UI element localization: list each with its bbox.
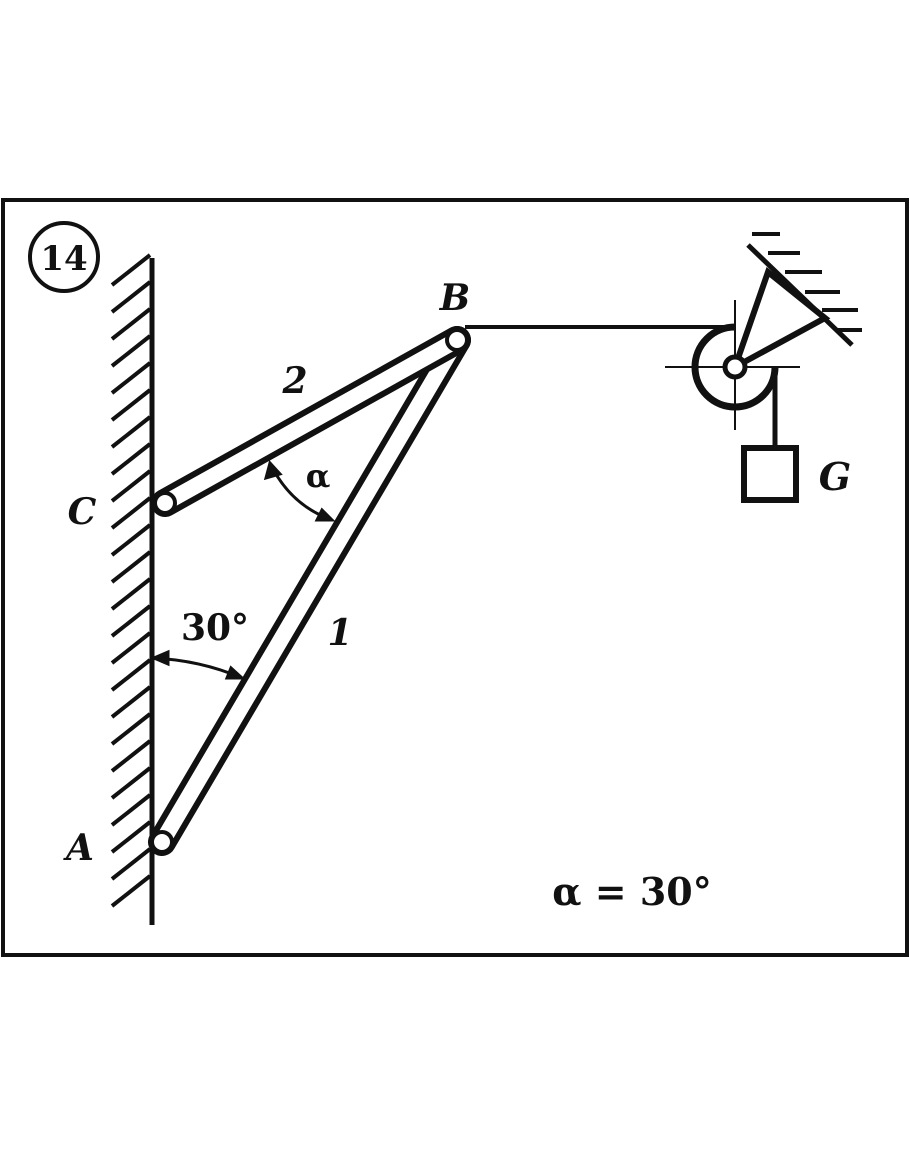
frame-border [1, 198, 909, 957]
wall-hatch-line [110, 658, 152, 692]
wall-hatch-line [110, 550, 152, 584]
wall-hatch-line [110, 442, 152, 476]
label-bar-1: 1 [327, 612, 352, 654]
problem-number-badge: 14 [28, 221, 100, 293]
wall-hatch-line [110, 631, 152, 665]
wall-hatch-line [110, 523, 152, 557]
wall-hatch-line [110, 766, 152, 800]
label-alpha: α [306, 457, 331, 495]
wall-hatch-line [110, 307, 152, 341]
label-point-c: C [68, 491, 97, 533]
hinge-b [445, 328, 469, 352]
label-bar-2: 2 [281, 360, 307, 402]
label-point-a: A [63, 827, 94, 869]
label-point-b: B [439, 277, 470, 319]
hinge-c [153, 491, 177, 515]
wall-support [110, 253, 155, 925]
pulley-bracket [729, 266, 831, 374]
wall-hatch-line [110, 496, 152, 530]
wall-hatch-line [110, 253, 152, 287]
wall-hatch-line [110, 334, 152, 368]
wall-hatch-line [110, 820, 152, 854]
wall-hatch-line [110, 415, 152, 449]
wall-hatch-line [110, 361, 152, 395]
bar-2 [151, 326, 471, 517]
wall-hatch-line [110, 685, 152, 719]
wall-hatch-line [110, 874, 152, 908]
angle-30-arc [150, 649, 246, 680]
wall-hatch-line [110, 739, 152, 773]
label-angle-30: 30° [181, 607, 249, 649]
pulley [665, 232, 862, 430]
problem-number: 14 [40, 239, 87, 279]
load-block [741, 445, 799, 503]
angle-alpha-arc [263, 459, 336, 522]
bar-1 [148, 326, 471, 856]
wall-hatch-line [110, 604, 152, 638]
wall-hatch-line [110, 469, 152, 503]
wall-hatch-line [110, 847, 152, 881]
wall-hatch-line [110, 712, 152, 746]
wall-hatch-line [110, 577, 152, 611]
hinge-a [150, 830, 174, 854]
label-load-g: G [819, 454, 851, 499]
wall-hatch-line [110, 793, 152, 827]
given-condition: α = 30° [552, 869, 711, 914]
wall-hatch-line [110, 280, 152, 314]
wall-hatch-line [110, 388, 152, 422]
